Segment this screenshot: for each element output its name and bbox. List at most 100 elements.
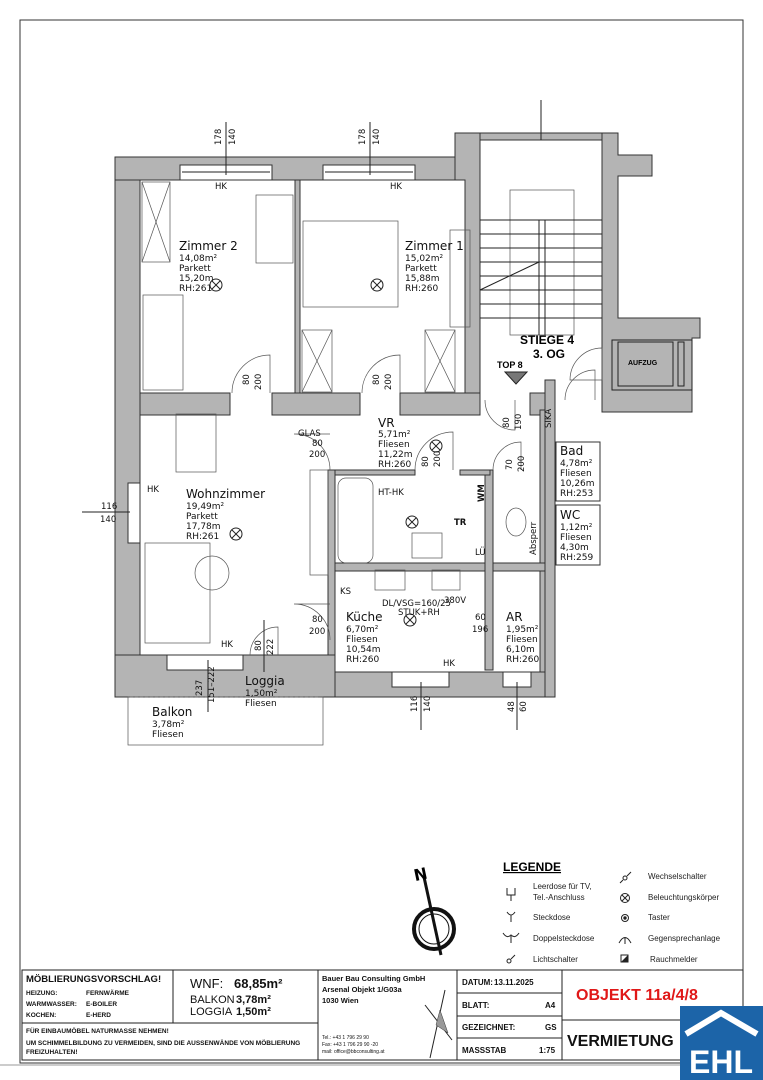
legend-title: LEGENDE	[503, 860, 561, 874]
dim-text: 196	[472, 625, 488, 635]
heating-label: HEIZUNG:	[26, 990, 57, 997]
dim-text: 237	[195, 680, 205, 696]
project-name: Arsenal Objekt 1/G03a	[322, 985, 402, 994]
radiator-label: HK	[390, 182, 402, 192]
room-wc: WC 1,12m² Fliesen 4,30m RH:259	[555, 504, 601, 566]
room-name: Zimmer 2	[179, 239, 238, 253]
north-label: N	[412, 864, 429, 885]
dim-text: 80	[242, 374, 252, 385]
light-switch-icon	[506, 954, 516, 964]
furnishing-heading: MÖBLIERUNGSVORSCHLAG!	[26, 974, 161, 985]
ehl-logo: EHL	[680, 1006, 763, 1080]
sheet-label: BLATT:	[462, 1001, 489, 1010]
dim-text: 140	[100, 515, 116, 525]
room-name: Zimmer 1	[405, 239, 464, 253]
legend-label: Tel.-Anschluss	[533, 893, 585, 902]
dim-text: 200	[433, 451, 443, 467]
room-floor: Parkett	[186, 512, 218, 522]
drawn-by-value: GS	[545, 1023, 557, 1032]
room-area: 5,71m²	[378, 430, 411, 440]
shutoff-label: Absperr	[529, 521, 539, 555]
fuse-box-label: SIKA	[544, 409, 554, 428]
dim-text: 80	[421, 456, 431, 467]
light-fixtures	[209, 278, 443, 627]
legend-label: Taster	[648, 913, 670, 922]
glass-door-label: GLAS	[298, 429, 321, 439]
room-name: WC	[560, 508, 580, 522]
date-value: 13.11.2025	[494, 978, 534, 987]
room-ar: AR 1,95m² Fliesen 6,10m RH:260	[506, 610, 540, 665]
room-loggia: Loggia 1,50m² Fliesen	[245, 674, 285, 709]
plan-annotations: STIEGE 4 3. OG TOP 8 AUFZUG HK HK HK HK …	[147, 182, 658, 712]
washer-label: WM	[477, 484, 487, 502]
room-area: 1,95m²	[506, 625, 539, 635]
date-label: DATUM:	[462, 978, 493, 987]
loggia-label: LOGGIA	[190, 1006, 233, 1018]
room-perimeter: 11,22m	[378, 450, 413, 460]
room-area: 19,49m²	[186, 502, 225, 512]
company-logo-icon	[424, 989, 453, 1059]
room-name: AR	[506, 610, 523, 624]
dim-text: 80	[312, 615, 323, 625]
cooking-label: KOCHEN:	[26, 1012, 56, 1019]
dim-text: 178	[358, 129, 368, 145]
dryer-label: TR	[454, 518, 467, 528]
room-floor: Parkett	[179, 264, 211, 274]
room-name: Bad	[560, 444, 583, 458]
dim-text: 140	[372, 129, 382, 145]
staircase	[479, 189, 693, 391]
page-frame	[19, 19, 744, 1064]
dim-text: 80	[254, 640, 264, 651]
company-fax: Fax: +43 1 796 29 90 -20	[322, 1042, 378, 1048]
dim-text: 80	[502, 417, 512, 428]
dim-text: 222	[266, 639, 276, 655]
dim-text: 140	[228, 129, 238, 145]
balkon-label: BALKON	[190, 994, 235, 1006]
north-arrow-icon: N	[412, 864, 456, 956]
room-bad: Bad 4,78m² Fliesen 10,26m RH:253	[555, 441, 601, 502]
room-name: Wohnzimmer	[186, 487, 265, 501]
push-button-icon	[621, 914, 629, 922]
room-balkon: Balkon 3,78m² Fliesen	[152, 705, 192, 740]
room-area: 1,12m²	[560, 523, 593, 533]
legend-label: Rauchmelder	[650, 955, 698, 964]
note-text: FREIZUHALTEN!	[26, 1049, 78, 1056]
room-perimeter: 6,10m	[506, 645, 535, 655]
scale-value: 1:75	[539, 1046, 556, 1055]
dimension-lines: 178 140 178 140 116 140 116 140 48 60	[82, 100, 542, 730]
dim-text: 116	[410, 696, 420, 712]
room-height: RH:260	[405, 284, 439, 294]
note-text: UM SCHIMMELBILDUNG ZU VERMEIDEN, SIND DI…	[26, 1038, 300, 1047]
room-height: RH:261	[186, 532, 219, 542]
dim-text: 80	[312, 439, 323, 449]
double-socket-icon	[502, 932, 520, 943]
room-height: RH:253	[560, 489, 593, 499]
room-floor: Fliesen	[506, 635, 538, 645]
room-zimmer2: Zimmer 2 14,08m² Parkett 15,20m RH:261	[179, 239, 238, 294]
room-kueche: Küche 6,70m² Fliesen 10,54m RH:260	[346, 610, 382, 665]
intercom-icon	[618, 937, 632, 944]
room-vr: VR 5,71m² Fliesen 11,22m RH:260	[378, 416, 413, 470]
cooking-value: E-HERD	[86, 1012, 111, 1019]
room-area: 1,50m²	[245, 689, 278, 699]
dim-text: 140	[423, 696, 433, 712]
vent-label: LÜ	[475, 547, 486, 558]
legend: LEGENDE Leerdose für TV, Tel.-Anschluss …	[502, 860, 721, 964]
legend-label: Leerdose für TV,	[533, 882, 592, 891]
dim-text: 48	[507, 701, 517, 712]
dim-text: 70	[505, 459, 515, 470]
room-floor: Fliesen	[560, 469, 592, 479]
room-height: RH:261	[179, 284, 212, 294]
legend-label: Wechselschalter	[648, 872, 707, 881]
wnf-value: 68,85m²	[234, 976, 283, 991]
room-perimeter: 15,88m	[405, 274, 440, 284]
legend-label: Doppelsteckdose	[533, 934, 595, 943]
object-number: OBJEKT 11a/4/8	[576, 987, 698, 1004]
room-name: VR	[378, 416, 395, 430]
sheet-value: A4	[545, 1001, 556, 1010]
room-area: 4,78m²	[560, 459, 593, 469]
dim-text: 60	[519, 701, 529, 712]
doors	[231, 347, 603, 656]
room-height: RH:260	[378, 460, 412, 470]
